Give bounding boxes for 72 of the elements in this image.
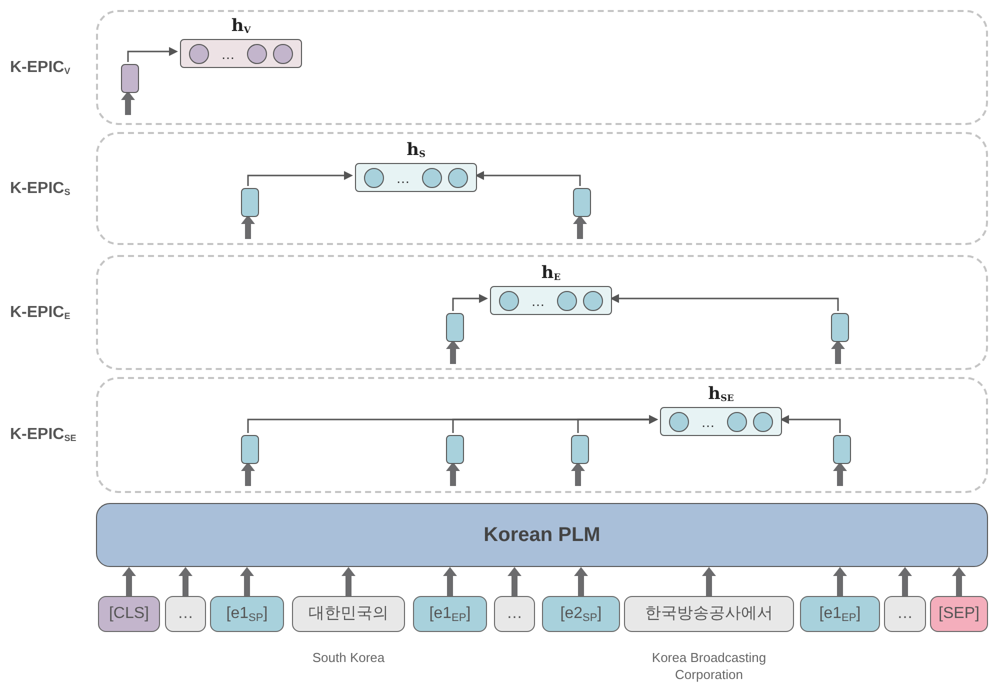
connector-arrow [610, 294, 839, 311]
token-text: [e1$_{SP}$] [226, 604, 268, 626]
ellipsis-text: … [395, 170, 411, 184]
token-cell [833, 435, 851, 464]
token-box [210, 596, 284, 632]
block-arrow [833, 567, 847, 596]
token-cell [121, 64, 139, 93]
token-text: … [897, 604, 913, 624]
group-label: K-EPIC$_{SE}$ [10, 425, 78, 446]
token-cell [241, 435, 259, 464]
block-arrow [178, 567, 192, 596]
block-arrow [952, 567, 966, 596]
token-box [494, 596, 535, 632]
connector-arrow [247, 171, 353, 186]
token-box [930, 596, 988, 632]
block-arrow [831, 340, 845, 364]
block-arrow [573, 215, 587, 239]
token-box [98, 596, 160, 632]
vector-label: h$_{V}$ [231, 16, 251, 36]
group-label: K-EPIC$_{S}$ [10, 178, 72, 199]
token-box [542, 596, 620, 632]
block-arrow [241, 462, 255, 486]
caption-text: Korea Broadcasting Corporation [650, 649, 768, 683]
token-cell [831, 313, 849, 342]
token-cell [241, 188, 259, 217]
block-arrow [833, 462, 847, 486]
vector-label: h$_{S}$ [406, 140, 426, 160]
token-text: … [506, 604, 522, 624]
vector-label: h$_{E}$ [541, 263, 561, 283]
token-box [800, 596, 880, 632]
block-arrow [446, 462, 460, 486]
connector-arrow [452, 294, 488, 311]
block-arrow [571, 462, 585, 486]
token-text: [e1$_{EP}$] [819, 604, 861, 626]
token-box [413, 596, 487, 632]
token-text: [e1$_{EP}$] [429, 604, 471, 626]
block-arrow [898, 567, 912, 596]
group-label: K-EPIC$_{V}$ [10, 58, 72, 78]
block-arrow [240, 567, 254, 596]
token-cell [446, 435, 464, 464]
token-cell [573, 188, 591, 217]
vector-label: h$_{SE}$ [708, 384, 734, 404]
token-text: [e2$_{SP}$] [560, 604, 602, 626]
ellipsis-text: … [530, 294, 546, 308]
token-cell [571, 435, 589, 464]
block-arrow [241, 215, 255, 239]
connector-arrow [475, 171, 581, 186]
model-bar [96, 503, 988, 567]
block-arrow [574, 567, 588, 596]
token-text: [SEP] [938, 604, 980, 624]
ellipsis-text: … [220, 46, 236, 60]
ellipsis-text: … [700, 414, 716, 428]
token-box [165, 596, 206, 632]
connector-arrow [780, 415, 841, 433]
block-arrow [508, 567, 522, 596]
model-label: Korean PLM [484, 523, 600, 548]
token-text: 대한민국의 [308, 604, 388, 624]
block-arrow [702, 567, 716, 596]
block-arrow [446, 340, 460, 364]
connector-arrow [127, 47, 178, 62]
block-arrow [443, 567, 457, 596]
block-arrow [121, 91, 135, 115]
token-box [884, 596, 926, 632]
connector-arrow [577, 415, 658, 433]
block-arrow [342, 567, 356, 596]
caption-text: South Korea [311, 649, 386, 666]
token-cell [446, 313, 464, 342]
block-arrow [122, 567, 136, 596]
group-label: K-EPIC$_{E}$ [10, 302, 72, 323]
token-text: 한국방송공사에서 [645, 604, 773, 624]
token-text: … [178, 604, 194, 624]
token-text: [CLS] [108, 604, 149, 624]
